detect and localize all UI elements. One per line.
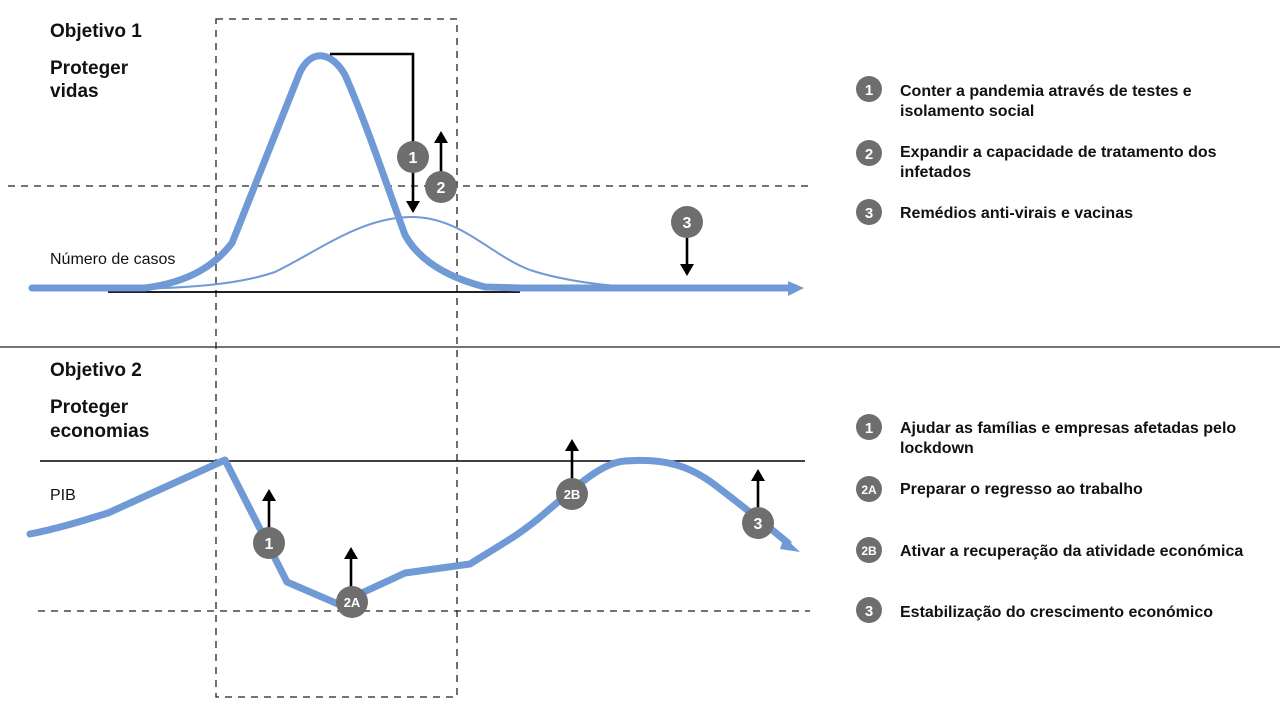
svg-text:Estabilização do crescimento e: Estabilização do crescimento económico — [900, 604, 1213, 621]
marker-bottom-3: 3 — [742, 507, 774, 539]
svg-text:3: 3 — [754, 516, 763, 533]
legend-top-item-2: 2 Expandir a capacidade de tratamento do… — [856, 140, 1217, 181]
legend-top-item-3: 3 Remédios anti-virais e vacinas — [856, 199, 1133, 225]
vaccine-down-arrowhead — [680, 264, 694, 276]
capacity-up-arrowhead — [434, 131, 448, 143]
svg-text:1: 1 — [409, 150, 418, 167]
svg-text:3: 3 — [683, 215, 692, 232]
objective-2-title: Objetivo 2 — [50, 360, 142, 381]
goal-2-line1: Proteger — [50, 397, 129, 418]
uncontrolled-cases-curve — [28, 52, 794, 292]
marker-top-1: 1 — [397, 141, 429, 173]
legend-bottom-item-2b: 2B Ativar a recuperação da atividade eco… — [856, 537, 1243, 563]
gdp-curve — [26, 456, 792, 608]
svg-text:Ativar a recuperação da ativid: Ativar a recuperação da atividade económ… — [900, 543, 1243, 560]
svg-text:Preparar o regresso ao trabalh: Preparar o regresso ao trabalho — [900, 481, 1143, 498]
svg-text:Expandir a capacidade de trata: Expandir a capacidade de tratamento dos — [900, 144, 1217, 161]
goal-2-line2: economias — [50, 421, 149, 442]
marker-bottom-1: 1 — [253, 527, 285, 559]
legend-bottom-item-1: 1 Ajudar as famílias e empresas afetadas… — [856, 414, 1236, 457]
support-up-arrowhead — [262, 489, 276, 501]
marker-top-2: 2 — [425, 171, 457, 203]
svg-text:Conter a pandemia através de t: Conter a pandemia através de testes e — [900, 83, 1192, 100]
svg-text:Ajudar as famílias e empresas: Ajudar as famílias e empresas afetadas p… — [900, 420, 1236, 437]
goal-1-line2: vidas — [50, 81, 99, 102]
legend-top-item-1: 1 Conter a pandemia através de testes e … — [856, 76, 1192, 120]
flattened-cases-curve — [109, 215, 681, 290]
svg-text:1: 1 — [865, 82, 873, 99]
legend-bottom-item-3: 3 Estabilização do crescimento económico — [856, 597, 1213, 623]
svg-text:2B: 2B — [861, 544, 877, 558]
stabilization-up-arrowhead — [751, 469, 765, 481]
svg-text:2: 2 — [865, 146, 873, 163]
marker-top-3: 3 — [671, 206, 703, 238]
svg-text:3: 3 — [865, 205, 873, 222]
svg-text:3: 3 — [865, 603, 873, 620]
svg-text:2: 2 — [437, 180, 446, 197]
svg-text:isolamento social: isolamento social — [900, 103, 1034, 120]
return-up-arrowhead — [344, 547, 358, 559]
svg-text:1: 1 — [265, 536, 274, 553]
svg-text:2A: 2A — [344, 595, 361, 610]
svg-text:1: 1 — [865, 420, 873, 437]
gdp-arrowhead — [780, 537, 800, 552]
svg-text:lockdown: lockdown — [900, 440, 974, 457]
recovery-up-arrowhead — [565, 439, 579, 451]
svg-text:2A: 2A — [861, 483, 877, 497]
containment-arrowhead — [406, 201, 420, 213]
cases-axis-label: Número de casos — [50, 251, 175, 268]
cases-arrowhead — [788, 281, 804, 296]
legend-bottom-item-2a: 2A Preparar o regresso ao trabalho — [856, 476, 1143, 502]
goal-1-line1: Proteger — [50, 58, 129, 79]
marker-bottom-2b: 2B — [556, 478, 588, 510]
svg-text:infetados: infetados — [900, 164, 971, 181]
objective-1-title: Objetivo 1 — [50, 21, 142, 42]
marker-bottom-2a: 2A — [336, 586, 368, 618]
svg-text:Remédios anti-virais e vacinas: Remédios anti-virais e vacinas — [900, 205, 1133, 222]
gdp-axis-label: PIB — [50, 487, 76, 504]
intervention-window — [215, 18, 458, 698]
svg-text:2B: 2B — [564, 487, 581, 502]
